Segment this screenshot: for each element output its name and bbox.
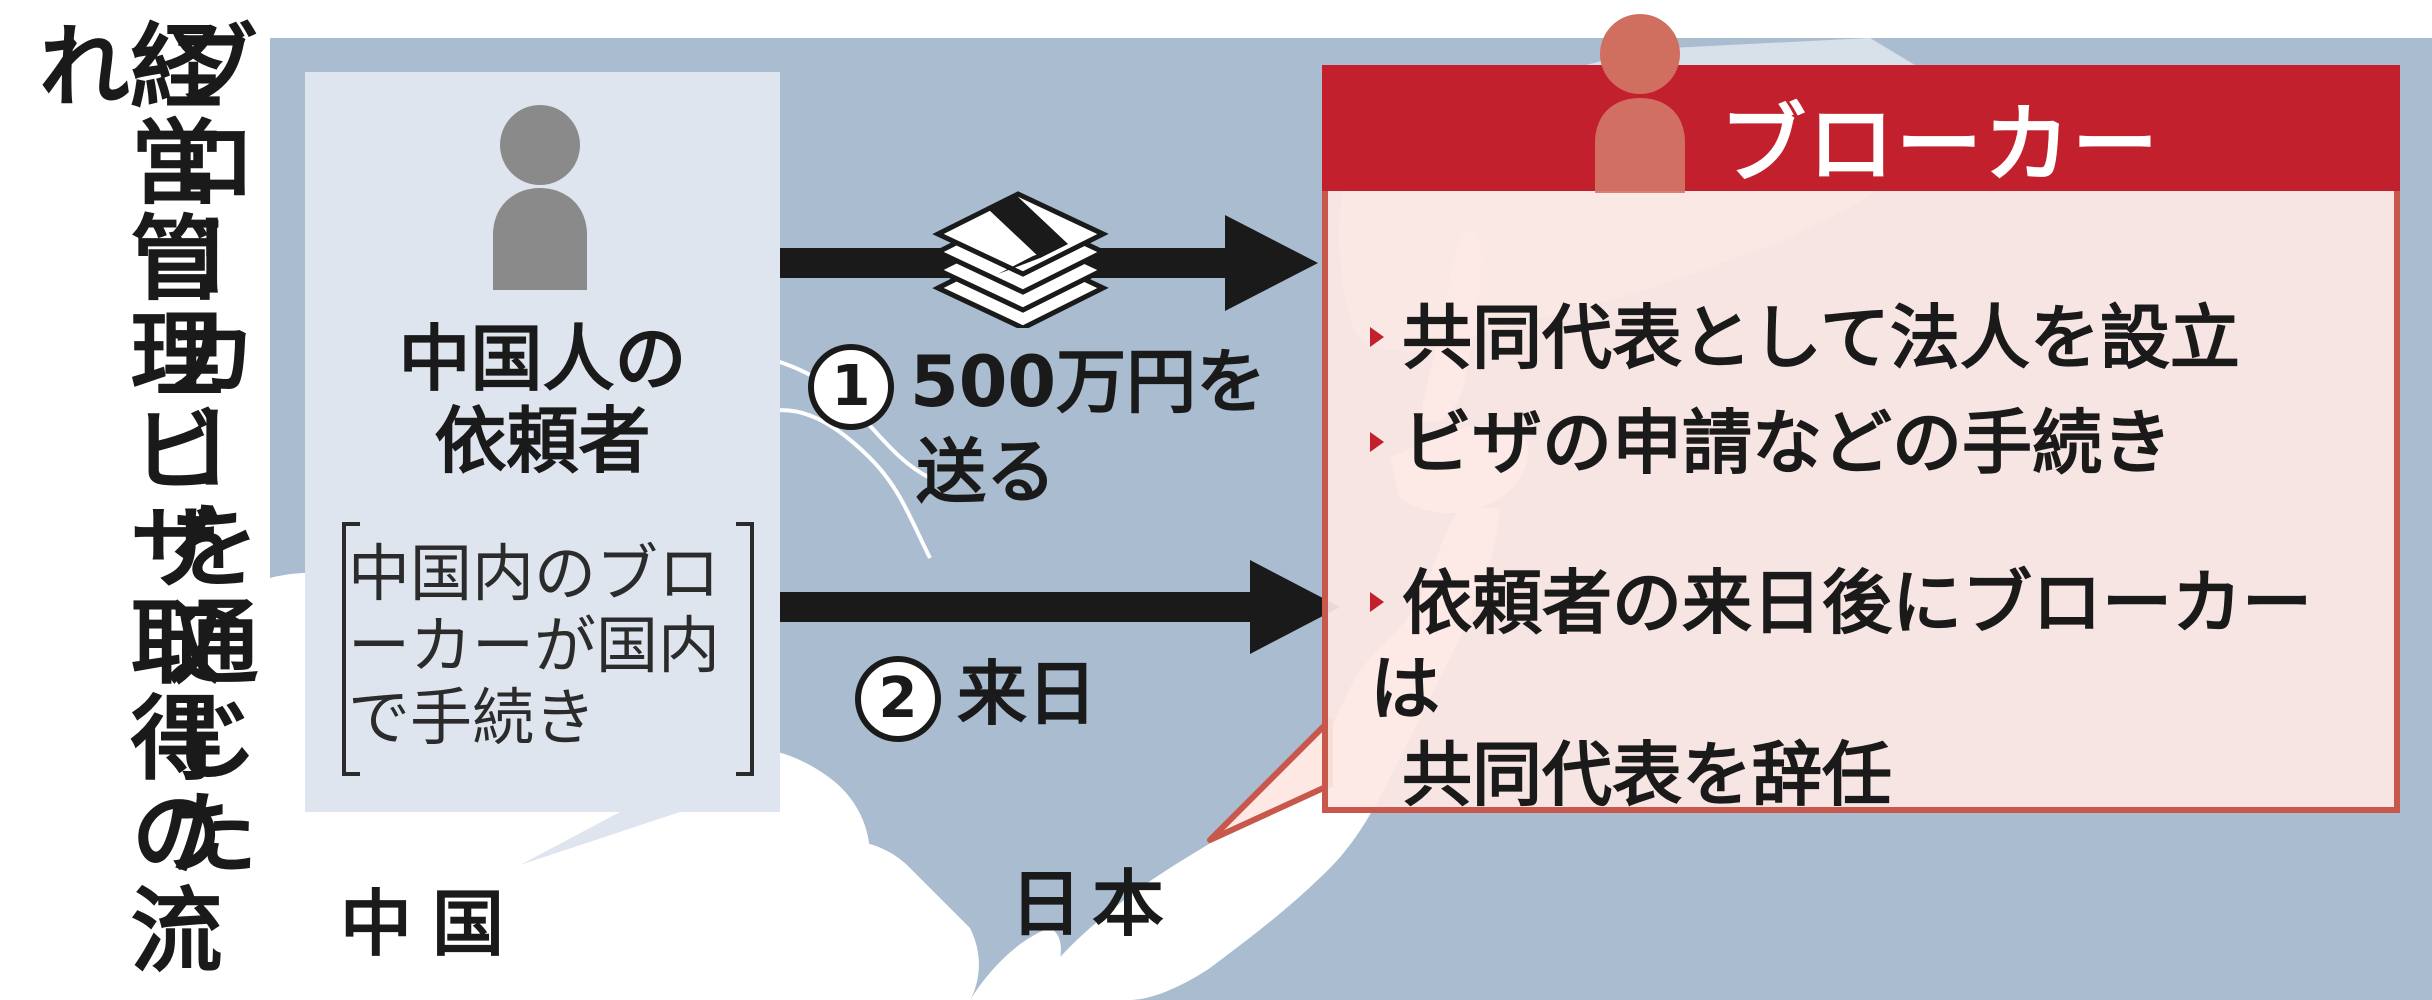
broker-item-text: 共同代表として法人を設立 [1402,297,2240,379]
broker-item: ビザの申請などの手続き [1370,400,2172,486]
client-title: 中国人の 依頼者 [305,318,780,482]
client-title-line1: 中国人の [398,317,687,401]
step-1-text-line1: 500万円を [910,341,1267,423]
map-label-japan: 日本 [1010,862,1175,946]
arrow-right-icon [780,560,1340,654]
bullet-icon [1370,591,1384,612]
diagram-title-col2: 経営管理ビザ取得の流れ [23,18,222,978]
step-2-number: 2 [855,655,941,742]
step-2-text-line1: 来日 [957,653,1097,735]
money-stack-icon [932,191,1109,328]
person-icon-broker [1595,14,1685,193]
person-icon [493,105,587,290]
step-1-number: 1 [808,343,894,430]
bullet-icon [1370,431,1384,452]
map-label-china: 中国 [340,882,525,966]
broker-header [1322,65,2400,191]
broker-item: 共同代表として法人を設立 [1370,295,2240,381]
bracket-frame [342,522,754,776]
client-note-text: 中国内のブローカーが国内で手続き [348,537,721,754]
client-title-line2: 依頼者 [434,399,651,483]
bullet-icon [1370,326,1384,347]
broker-item-text-line2: 共同代表を辞任 [1402,734,1892,816]
broker-title: ブローカー [1720,95,2160,195]
client-note: 中国内のブローカーが国内で手続き [338,520,758,778]
diagram-title-col1: ブローカーを通じた [151,18,258,882]
broker-item-text: ビザの申請などの手続き [1402,402,2172,484]
broker-item-text-line1: 依頼者の来日後にブローカーは [1370,562,2312,730]
broker-item: 依頼者の来日後にブローカーは共同代表を辞任 [1370,560,2370,818]
step-1-text-line2: 送る [916,430,1056,513]
